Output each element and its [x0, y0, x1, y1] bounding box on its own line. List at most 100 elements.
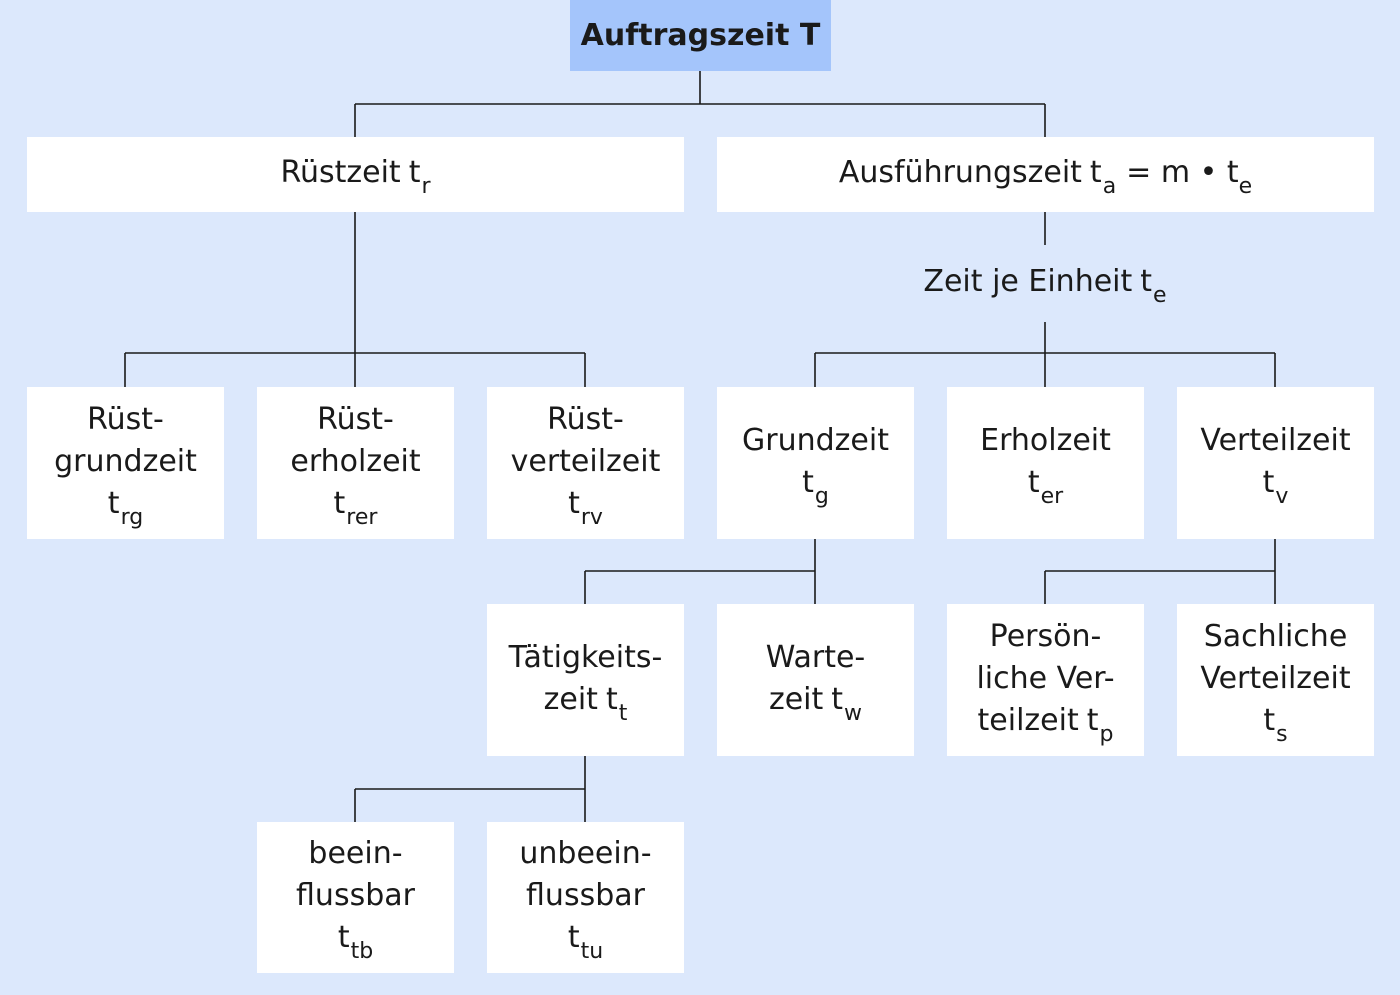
time-symbol-subscript: p: [1099, 721, 1114, 747]
node-label-line: teilzeit: [977, 702, 1079, 738]
time-symbol-subscript: w: [844, 700, 863, 726]
node-verteilzeit: Verteilzeit tv: [1177, 387, 1374, 539]
node-label-line: beein-: [308, 836, 403, 871]
formula-text: = m • t: [1126, 155, 1239, 190]
node-symbol-line: trer: [333, 483, 378, 530]
time-symbol-subscript: tu: [580, 939, 604, 964]
time-symbol: ttu: [567, 920, 603, 964]
time-symbol-subscript: rer: [346, 504, 378, 530]
time-symbol: tr: [408, 155, 431, 199]
node-label-line: flussbar: [526, 878, 645, 913]
time-symbol: trer: [333, 485, 378, 530]
node-label-line: Warte-: [765, 639, 866, 675]
time-symbol: te: [1140, 264, 1166, 308]
node-label-line: Rüst-: [317, 401, 394, 437]
time-symbol-base: t: [1086, 702, 1099, 738]
time-symbol-base: t: [831, 681, 844, 717]
node-label-line: Persön-: [989, 618, 1102, 654]
time-symbol-subscript: e: [1153, 283, 1167, 308]
node-label-line: erholzeit: [290, 443, 421, 479]
time-symbol: ttb: [337, 920, 373, 964]
node-label-line: zeit: [543, 681, 598, 717]
node-label-line: Rüst-: [547, 401, 624, 437]
time-symbol-subscript: r: [421, 174, 431, 199]
node-symbol-line: tg: [802, 462, 829, 509]
connector-grundzeit: [584, 539, 816, 604]
time-symbol: tg: [802, 464, 829, 509]
time-symbol: tp: [1086, 702, 1114, 747]
node-ruesterholzeit: Rüst-erholzeit trer: [257, 387, 454, 539]
node-symbol-line: ttu: [567, 917, 603, 964]
node-ruestverteilzeit: Rüst-verteilzeit trv: [487, 387, 684, 539]
connector-zeit-je-einheit: [814, 322, 1276, 387]
node-grundzeit: Grundzeit tg: [717, 387, 914, 539]
time-symbol-base: t: [1263, 702, 1276, 738]
node-symbol-line: ttb: [337, 917, 373, 964]
time-symbol-base: t: [1262, 464, 1275, 500]
node-label-line: Rüst-: [87, 401, 164, 437]
time-symbol-base: t: [333, 485, 346, 521]
node-label-line: Ausführungszeit: [838, 155, 1082, 190]
time-symbol-base: t: [568, 485, 580, 521]
node-symbol-line: ter: [1027, 462, 1064, 509]
node-label-line: grundzeit: [54, 443, 197, 479]
time-symbol-base: t: [1140, 264, 1153, 299]
node-erholzeit: Erholzeit ter: [947, 387, 1144, 539]
time-symbol-subscript: g: [814, 483, 829, 509]
node-symbol-line: trv: [568, 483, 603, 530]
node-unbeeinflussbar: unbeein-flussbar ttu: [487, 822, 684, 973]
node-auftragszeit: Auftragszeit T: [570, 0, 831, 71]
time-symbol-subscript: a: [1102, 174, 1117, 199]
time-symbol-subscript: rv: [580, 504, 603, 530]
node-label-line: Zeit je Einheit: [923, 264, 1133, 299]
time-symbol-base: t: [1027, 464, 1040, 500]
time-symbol: tv: [1262, 464, 1289, 509]
node-label-line: Auftragszeit T: [580, 17, 821, 53]
node-label-line: Verteilzeit: [1200, 422, 1351, 458]
connector-ruestzeit: [124, 212, 586, 387]
node-label-line: verteilzeit: [510, 443, 661, 479]
time-symbol: ta: [1089, 155, 1116, 199]
time-symbol-base: t: [802, 464, 814, 500]
node-label-line: unbeein-: [519, 836, 652, 871]
node-symbol-line: tv: [1262, 462, 1289, 509]
time-symbol: ts: [1263, 702, 1287, 747]
time-symbol-subscript: rg: [120, 504, 144, 530]
time-symbol-base: t: [1089, 155, 1102, 190]
node-label-line: Sachliche: [1203, 618, 1348, 654]
time-symbol-base: t: [408, 155, 421, 190]
time-symbol: tt: [605, 681, 627, 726]
connector-root: [354, 71, 1046, 137]
time-symbol-subscript: t: [618, 700, 628, 726]
time-symbol-base: t: [605, 681, 618, 717]
time-symbol: tw: [831, 681, 862, 726]
time-symbol-base: t: [567, 920, 580, 955]
connector-taetigkeitszeit: [354, 756, 586, 822]
time-symbol-base: t: [337, 920, 350, 955]
time-symbol-subscript: er: [1040, 483, 1064, 509]
node-ruestgrundzeit: Rüst-grundzeit trg: [27, 387, 224, 539]
time-symbol-subscript: tb: [350, 939, 374, 964]
time-symbol-base: t: [107, 485, 120, 521]
node-label-line: Erholzeit: [980, 422, 1111, 458]
node-label-line: Tätigkeits-: [508, 639, 663, 675]
time-symbol-subscript: s: [1276, 721, 1288, 747]
node-label-line: Rüstzeit: [280, 155, 401, 190]
node-label-line: Grundzeit: [742, 422, 889, 458]
node-symbol-line: trg: [107, 483, 144, 530]
connector-verteilzeit: [1044, 539, 1276, 604]
